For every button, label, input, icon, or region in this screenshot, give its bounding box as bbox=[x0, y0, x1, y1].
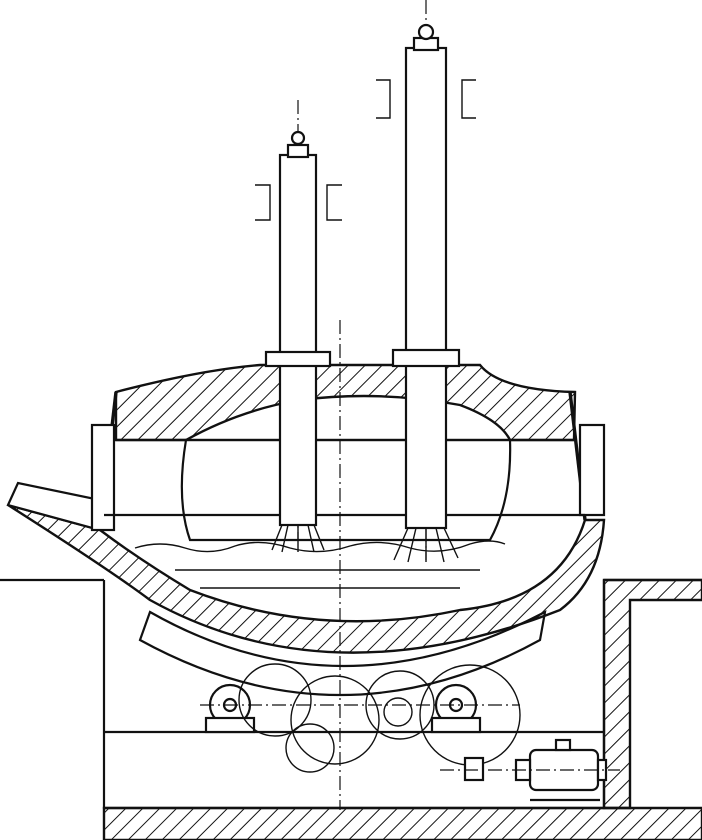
hearth-lining bbox=[7, 503, 606, 654]
electrode-right-column bbox=[404, 46, 448, 530]
melt-surface bbox=[134, 540, 506, 553]
gear-5 bbox=[285, 723, 335, 773]
inner-chamber bbox=[180, 438, 512, 542]
gear-1 bbox=[238, 663, 312, 737]
pit-floor bbox=[102, 806, 702, 840]
gear-2 bbox=[290, 675, 380, 765]
pit-wall-right bbox=[602, 578, 702, 810]
drive-motor bbox=[440, 738, 620, 802]
gear-6 bbox=[383, 697, 413, 727]
tilting-drive bbox=[200, 663, 521, 773]
roller-right-bearing bbox=[430, 716, 482, 734]
electrode-left-cap bbox=[286, 143, 310, 159]
foundation-pit bbox=[0, 578, 702, 840]
electrode-left-seal bbox=[264, 350, 332, 368]
door-frame-right bbox=[578, 423, 606, 517]
electrode-left bbox=[255, 100, 342, 553]
clamp-right-b bbox=[461, 79, 476, 119]
motor-coupling bbox=[463, 756, 485, 782]
gear-4 bbox=[419, 664, 521, 766]
electrode-right-hook bbox=[417, 23, 435, 41]
electrode-left-hook bbox=[290, 130, 306, 146]
electrode-right-seal bbox=[391, 348, 461, 368]
clamp-right-a bbox=[376, 79, 391, 119]
clamp-left-a bbox=[255, 184, 271, 221]
door-frame-left bbox=[90, 423, 116, 532]
rocker-cradle bbox=[138, 609, 547, 696]
arc-right bbox=[393, 527, 459, 563]
arc-left bbox=[271, 524, 325, 553]
electrode-right bbox=[376, 0, 476, 563]
electrode-left-column bbox=[278, 153, 318, 527]
furnace-roof bbox=[114, 363, 577, 442]
motor-terminal bbox=[554, 738, 572, 752]
roller-left-bearing bbox=[204, 716, 256, 734]
furnace-vessel bbox=[6, 391, 606, 654]
clamp-left-b bbox=[326, 184, 342, 221]
